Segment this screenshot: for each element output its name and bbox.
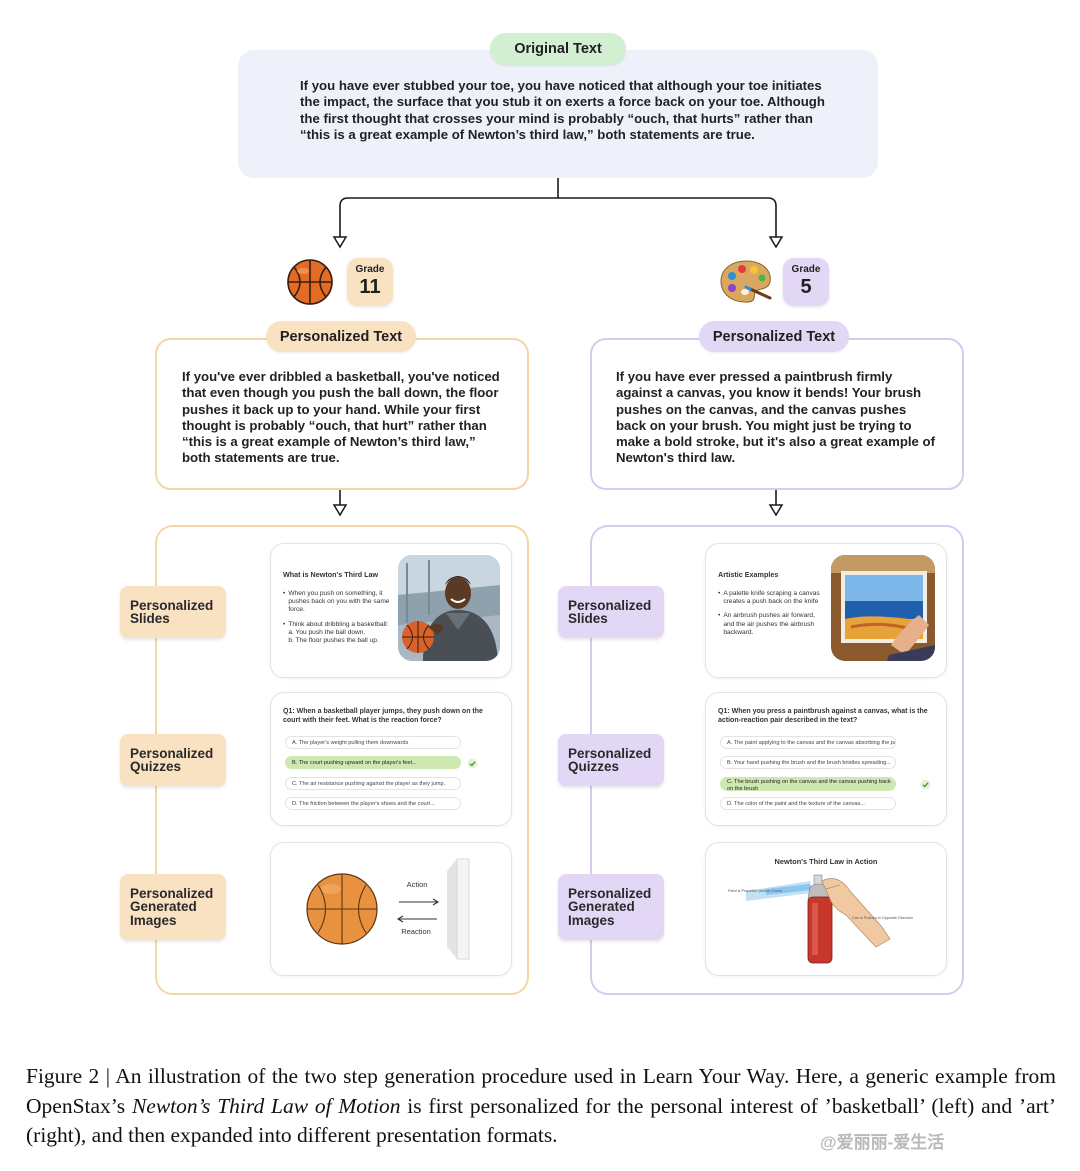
original-text-box (238, 50, 878, 178)
slide-bullet: A palette knife scraping a canvas create… (723, 590, 820, 606)
quiz-option[interactable]: C. The air resistance pushing against th… (285, 777, 461, 790)
slide-title: What is Newton's Third Law (283, 570, 379, 579)
original-text: If you have ever stubbed your toe, you h… (300, 78, 825, 142)
reaction-label: Reaction (401, 927, 431, 936)
quiz-question: Q1: When you press a paintbrush against … (718, 708, 928, 724)
caption-text: is first personalized for the personal i… (26, 1093, 1056, 1148)
slide-bullets: •When you push on something, it pushes b… (283, 590, 393, 645)
spray-can-illustration (746, 874, 891, 964)
arrowhead-left (332, 236, 348, 249)
tag-personalized-images-right: Personalized Generated Images (558, 874, 664, 940)
quiz-option[interactable]: D. The color of the paint and the textur… (720, 797, 896, 810)
slide-title: Artistic Examples (718, 570, 779, 579)
grade-badge-left: Grade 11 (347, 258, 393, 306)
slide-sub-bullet: a. You push the ball down. (288, 628, 366, 636)
basketball-icon (287, 259, 333, 305)
action-reaction-illustration (306, 858, 470, 960)
slide-bullets: •A palette knife scraping a canvas creat… (718, 590, 826, 637)
personalized-text-right: If you have ever pressed a paintbrush fi… (616, 369, 936, 466)
arrowhead-right-lower (768, 504, 784, 517)
check-icon (920, 779, 931, 790)
grade-value: 5 (800, 276, 812, 298)
generated-image-card-left: Action Reaction (270, 842, 512, 976)
image-label-left: Paint is Propelled (Action Force) (728, 889, 783, 893)
quiz-option[interactable]: A. The paint applying to the canvas and … (720, 736, 896, 749)
slide-bullet: Think about dribbling a basketball: (288, 620, 389, 628)
quiz-card-left: Q1: When a basketball player jumps, they… (270, 692, 512, 826)
check-icon (467, 758, 478, 769)
quiz-option[interactable]: B. Your hand pushing the brush and the b… (720, 756, 896, 769)
tag-personalized-slides-left: Personalized Slides (120, 586, 226, 638)
watermark: @爱丽丽-爱生活 (820, 1133, 945, 1152)
grade-label: Grade (791, 264, 821, 275)
paint-palette-icon (720, 260, 772, 303)
tag-personalized-slides-right: Personalized Slides (558, 586, 664, 638)
quiz-question: Q1: When a basketball player jumps, they… (283, 708, 483, 724)
quiz-option[interactable]: A. The player's weight pulling them down… (285, 736, 461, 749)
arrowhead-right (768, 236, 784, 249)
tag-personalized-quizzes-left: Personalized Quizzes (120, 734, 226, 786)
generated-image-card-right: Newton's Third Law in Action Paint is Pr… (705, 842, 947, 976)
personalized-text-label-left: Personalized Text (266, 321, 416, 352)
original-text-label: Original Text (490, 33, 626, 65)
basketball-player-photo (398, 555, 500, 661)
image-title: Newton's Third Law in Action (774, 857, 878, 866)
tag-personalized-quizzes-right: Personalized Quizzes (558, 734, 664, 786)
slide-bullet: An airbrush pushes air forward, and the … (723, 612, 815, 636)
grade-badge-right: Grade 5 (783, 258, 829, 306)
slide-sub-bullet: b. The floor pushes the ball up. (288, 637, 379, 645)
grade-label: Grade (355, 264, 385, 275)
caption-text: Figure 2 | An illustration of the two st… (26, 1064, 1056, 1118)
quiz-option-correct[interactable]: B. The court pushing upward on the playe… (285, 756, 461, 769)
image-label-right: Can is Pushed in Opposite Direction (852, 916, 913, 920)
personalized-text-label-right: Personalized Text (699, 321, 849, 352)
slide-card-right: Artistic Examples •A palette knife scrap… (705, 543, 947, 678)
quiz-option-correct[interactable]: C. The brush pushing on the canvas and t… (720, 777, 896, 791)
personalized-text-box-right (590, 338, 964, 490)
figure-caption: Figure 2 | An illustration of the two st… (26, 1062, 1056, 1151)
tag-personalized-images-left: Personalized Generated Images (120, 874, 226, 940)
action-label: Action (406, 880, 428, 889)
quiz-card-right: Q1: When you press a paintbrush against … (705, 692, 947, 826)
personalized-text-box-left (155, 338, 529, 490)
painting-photo (831, 555, 935, 661)
slide-bullet: When you push on something, it pushes ba… (288, 590, 390, 614)
personalized-text-left: If you've ever dribbled a basketball, yo… (182, 369, 500, 466)
slide-card-left: What is Newton's Third Law •When you pus… (270, 543, 512, 678)
grade-value: 11 (359, 276, 381, 298)
quiz-option[interactable]: D. The friction between the player's sho… (285, 797, 461, 810)
caption-title: Newton’s Third Law of Motion (131, 1093, 401, 1118)
arrowhead-left-lower (332, 504, 348, 517)
